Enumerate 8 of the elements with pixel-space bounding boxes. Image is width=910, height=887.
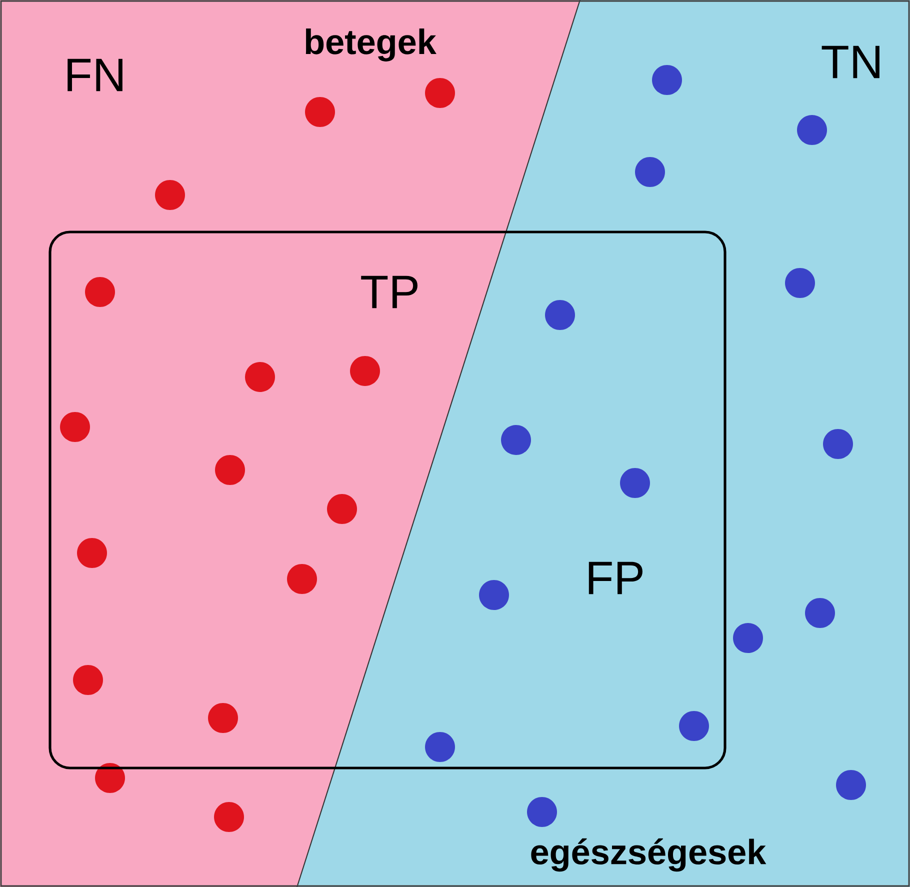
class-label: FP <box>588 562 642 594</box>
class-label: TN <box>822 46 880 78</box>
selection-box <box>48 230 726 770</box>
region <box>297 0 910 887</box>
class-label: TP <box>361 276 418 308</box>
region-label: egészségesek <box>531 838 766 872</box>
class-label: FN <box>68 58 122 92</box>
region-label: betegek <box>306 28 436 62</box>
